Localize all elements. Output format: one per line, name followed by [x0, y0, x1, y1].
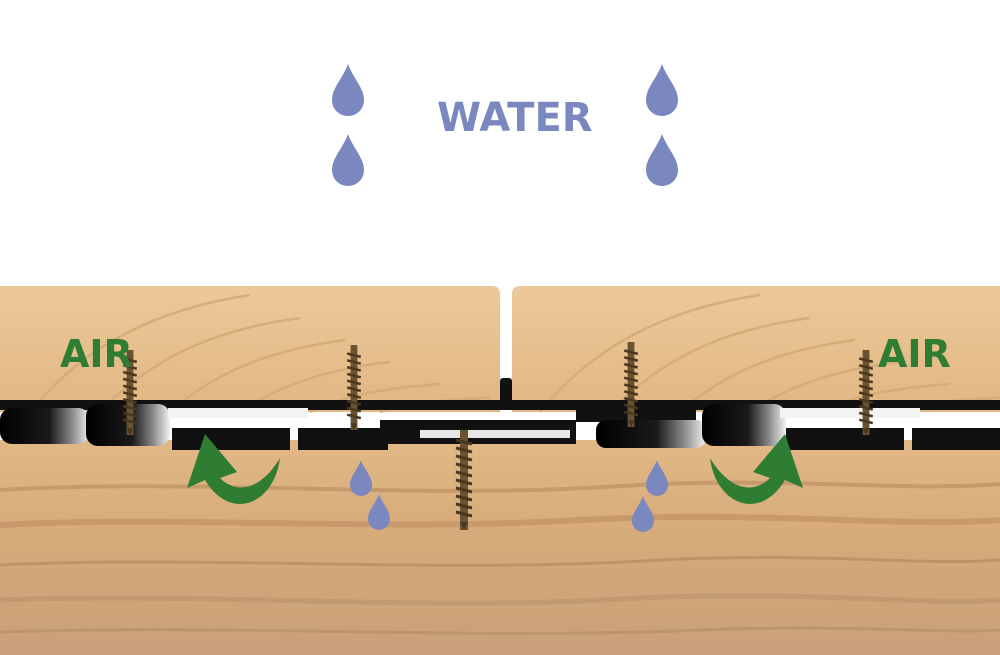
airflow-arrow-icon — [710, 434, 803, 504]
joist — [0, 440, 1000, 655]
water-drop-icon — [646, 64, 678, 116]
water-label: WATER — [437, 95, 593, 141]
airflow-arrow-icon — [187, 434, 280, 504]
gap-spacer — [500, 378, 512, 404]
water-drop-icon — [646, 134, 678, 186]
air-label-right: AIR — [878, 332, 951, 376]
fastening-strip — [0, 400, 1000, 450]
water-drop-icon — [332, 134, 364, 186]
air-label-left: AIR — [60, 332, 133, 376]
water-drop-icon — [332, 64, 364, 116]
